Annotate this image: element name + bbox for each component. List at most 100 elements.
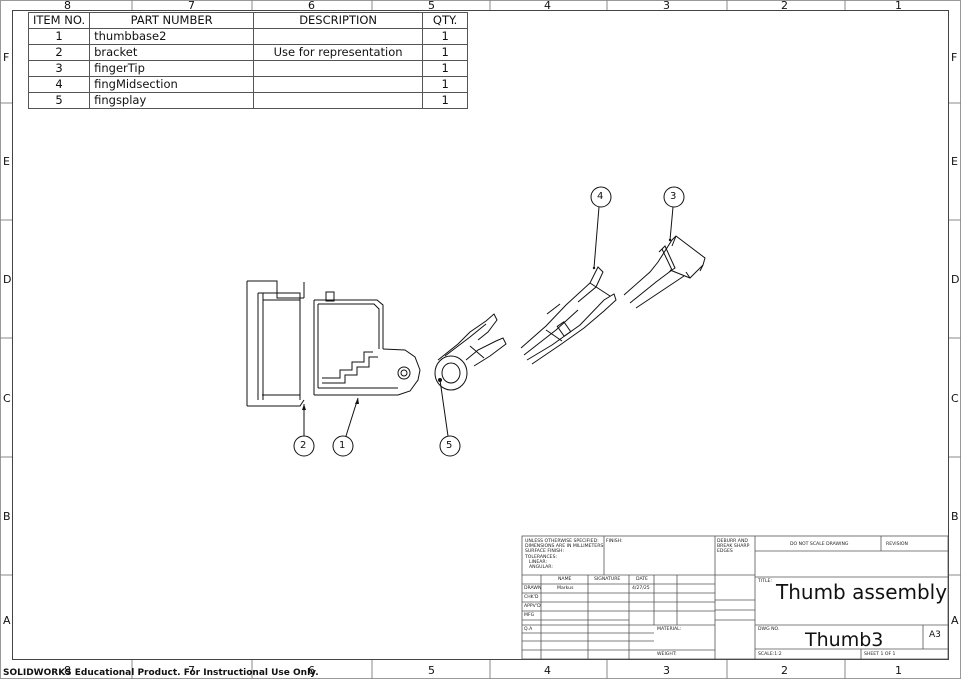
zone-row-d-right: D	[951, 273, 960, 286]
weight-label: WEIGHT:	[657, 652, 677, 657]
revision-label: REVISION	[886, 542, 908, 547]
zone-col-7-top: 7	[188, 0, 195, 12]
balloon-5	[439, 435, 461, 457]
drawing-title: Thumb assembly	[776, 580, 948, 604]
fingsplay-part	[434, 313, 507, 391]
tolerance-line: TOLERANCES:	[525, 554, 558, 560]
zone-col-3-top: 3	[663, 0, 670, 12]
title-label: TITLE:	[758, 579, 772, 584]
tolerance-line: UNLESS OTHERWISE SPECIFIED:	[525, 539, 599, 544]
zone-row-f-right: F	[951, 51, 958, 64]
zone-col-4-top: 4	[544, 0, 551, 12]
bom-desc	[253, 76, 424, 93]
deburr-line: DEBURR AND	[717, 539, 748, 544]
zone-row-c-right: C	[951, 392, 959, 405]
deburr-note: DEBURR AND BREAK SHARP EDGES	[717, 539, 749, 555]
bill-of-materials: ITEM NO. PART NUMBER DESCRIPTION QTY. 1 …	[27, 12, 469, 109]
zone-col-2-bottom: 2	[781, 664, 788, 677]
bom-item: 1	[27, 28, 91, 45]
bom-row: 2 bracket Use for representation 1	[27, 44, 469, 61]
balloon-5-label: 5	[446, 440, 453, 451]
zone-row-d-left: D	[3, 273, 12, 286]
bom-qty: 1	[422, 44, 469, 61]
bom-row: 3 fingerTip 1	[27, 60, 469, 77]
bom-desc	[253, 92, 424, 109]
tolerance-line: SURFACE FINISH:	[525, 549, 565, 555]
bom-desc: Use for representation	[253, 44, 424, 61]
balloon-3-label: 3	[670, 191, 677, 202]
balloon-1-label: 1	[339, 440, 346, 451]
bom-desc	[253, 60, 424, 77]
bom-item: 5	[27, 92, 91, 109]
do-not-scale-label: DO NOT SCALE DRAWING	[790, 542, 849, 547]
deburr-line: BREAK SHARP	[717, 544, 750, 550]
zone-col-8-bottom: 8	[64, 664, 71, 677]
col-date-label: DATE	[636, 577, 648, 582]
solidworks-watermark: SOLIDWORKS Educational Product. For Inst…	[3, 668, 319, 678]
zone-row-b-left: B	[3, 510, 11, 523]
bom-part: fingsplay	[89, 92, 255, 109]
zone-row-c-left: C	[3, 392, 11, 405]
tolerance-line: ANGULAR:	[529, 565, 553, 571]
sheet-label: SHEET 1 OF 1	[864, 652, 896, 657]
bom-qty: 1	[422, 28, 469, 45]
zone-col-6-top: 6	[308, 0, 315, 12]
bom-item: 3	[27, 60, 91, 77]
balloon-2-label: 2	[300, 440, 307, 451]
bom-qty: 1	[422, 76, 469, 93]
bom-header-item: ITEM NO.	[27, 12, 91, 29]
bom-item: 2	[27, 44, 91, 61]
zone-row-a-right: A	[951, 614, 959, 627]
thumbbase-part	[313, 291, 421, 396]
bom-row: 1 thumbbase2 1	[27, 28, 469, 45]
fingertip-part	[623, 235, 706, 309]
bom-part: fingerTip	[89, 60, 255, 77]
bom-qty: 1	[422, 60, 469, 77]
bom-item: 4	[27, 76, 91, 93]
balloon-3	[663, 186, 685, 208]
zone-col-3-bottom: 3	[663, 664, 670, 677]
bom-row: 5 fingsplay 1	[27, 92, 469, 109]
dwg-no: Thumb3	[805, 629, 884, 651]
material-label: MATERIAL:	[657, 627, 682, 632]
zone-col-4-bottom: 4	[544, 664, 551, 677]
tolerance-line: DIMENSIONS ARE IN MILLIMETERS	[525, 544, 604, 550]
bom-row: 4 fingMidsection 1	[27, 76, 469, 93]
sheet-size: A3	[929, 630, 941, 640]
zone-col-5-bottom: 5	[428, 664, 435, 677]
tolerance-note: UNLESS OTHERWISE SPECIFIED: DIMENSIONS A…	[525, 539, 603, 570]
zone-col-1-top: 1	[895, 0, 902, 12]
row-qa-label: Q.A	[524, 627, 533, 632]
row-drawn-label: DRAWN	[524, 586, 542, 591]
dwg-no-label: DWG NO.	[758, 627, 780, 632]
zone-row-b-right: B	[951, 510, 959, 523]
zone-row-e-right: E	[951, 155, 958, 168]
zone-col-5-top: 5	[428, 0, 435, 12]
zone-col-8-top: 8	[64, 0, 71, 12]
bom-part: thumbbase2	[89, 28, 255, 45]
fingmidsection-part	[520, 266, 617, 365]
finish-label: FINISH:	[606, 539, 623, 544]
zone-row-a-left: A	[3, 614, 11, 627]
zone-col-1-bottom: 1	[895, 664, 902, 677]
row-approved-label: APPV'D	[524, 604, 541, 609]
zone-row-f-left: F	[3, 51, 10, 64]
zone-col-2-top: 2	[781, 0, 788, 12]
balloon-1	[332, 435, 354, 457]
row-mfg-label: MFG	[524, 613, 535, 618]
bom-header-qty: QTY.	[422, 12, 469, 29]
zone-col-6-bottom: 6	[308, 664, 315, 677]
bom-part: bracket	[89, 44, 255, 61]
drawn-name: Markus	[557, 586, 574, 591]
balloon-4-label: 4	[597, 191, 604, 202]
title-block-grid	[521, 535, 949, 660]
zone-col-7-bottom: 7	[188, 664, 195, 677]
row-checked-label: CHK'D	[524, 595, 539, 600]
col-name-label: NAME	[558, 577, 572, 582]
bom-header-desc: DESCRIPTION	[253, 12, 424, 29]
bom-part: fingMidsection	[89, 76, 255, 93]
deburr-line: EDGES	[717, 549, 733, 555]
zone-row-e-left: E	[3, 155, 10, 168]
bracket-part	[246, 280, 305, 407]
